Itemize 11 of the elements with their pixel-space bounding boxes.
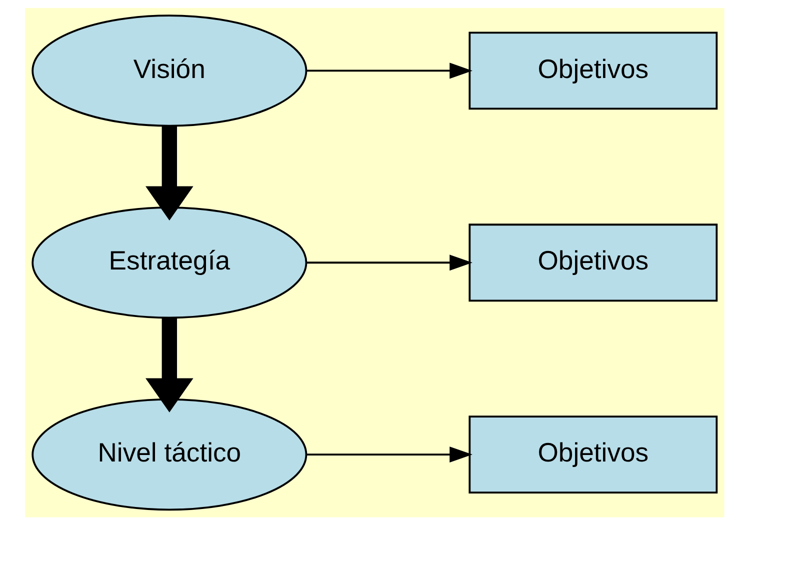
- node-ellipse: Estrategía: [31, 206, 307, 319]
- arrow: [145, 318, 193, 412]
- node-ellipse: Nivel táctico: [31, 398, 307, 511]
- arrow: [306, 254, 472, 271]
- node-ellipse: Visión: [31, 14, 307, 127]
- node-box: Objetivos: [468, 224, 718, 302]
- node-box: Objetivos: [468, 32, 718, 110]
- arrow: [306, 446, 472, 463]
- arrow: [145, 126, 193, 220]
- arrow: [306, 62, 472, 79]
- node-box: Objetivos: [468, 416, 718, 494]
